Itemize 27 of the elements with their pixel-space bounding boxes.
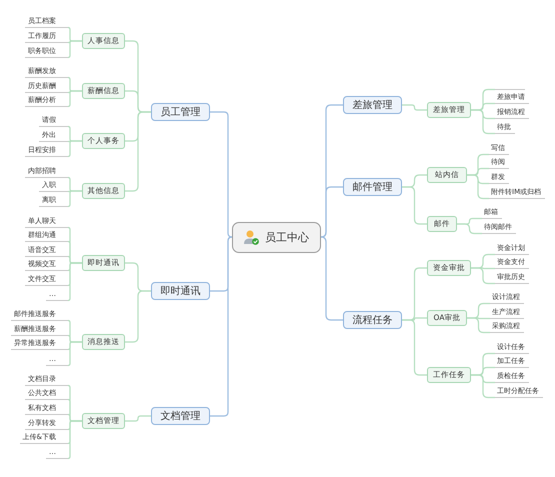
connector-line <box>67 341 82 366</box>
connector-line <box>67 420 82 460</box>
connector-line <box>67 40 82 58</box>
connector-line <box>457 223 482 234</box>
connector-line <box>467 317 490 334</box>
connector-line <box>471 267 495 284</box>
connector-line <box>320 186 343 238</box>
connector-line <box>210 236 233 417</box>
connector-line <box>67 190 82 208</box>
topic-box: 员工管理 <box>151 103 210 121</box>
connector-line <box>125 415 151 422</box>
topic-box: 文档管理 <box>151 407 210 425</box>
topic-box: 即时通讯 <box>151 282 210 300</box>
topic-box: 流程任务 <box>343 311 402 329</box>
central-topic-box <box>232 222 321 252</box>
connector-line <box>402 104 427 111</box>
connector-line <box>471 374 495 398</box>
topic-box: 邮件管理 <box>343 178 402 196</box>
connector-line <box>210 111 233 238</box>
connector-line <box>320 236 343 321</box>
connector-line <box>67 90 82 108</box>
connector-line <box>67 262 82 302</box>
topic-text: 员工中心 <box>265 230 309 244</box>
connector-line <box>471 109 495 134</box>
topic-box: 差旅管理 <box>343 96 402 114</box>
connector-line <box>67 140 82 158</box>
connector-line <box>467 174 489 200</box>
